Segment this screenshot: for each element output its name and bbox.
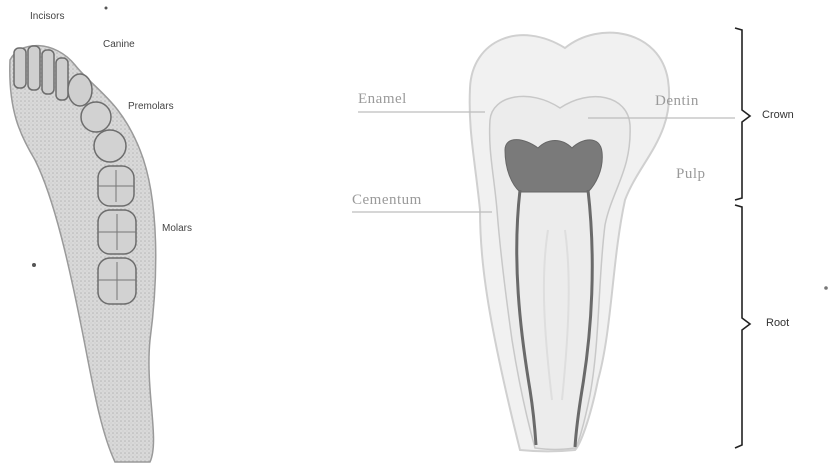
- label-crown: Crown: [762, 110, 794, 121]
- label-incisors: Incisors: [30, 12, 64, 22]
- label-root: Root: [766, 318, 789, 329]
- label-molars: Molars: [162, 224, 192, 234]
- label-cementum: Cementum: [352, 193, 422, 208]
- label-canine: Canine: [103, 40, 135, 50]
- label-premolars: Premolars: [128, 102, 174, 112]
- label-pulp: Pulp: [676, 167, 706, 182]
- molar-teeth: [98, 166, 136, 304]
- crown-bracket: [735, 28, 750, 200]
- pulp-chamber: [505, 140, 602, 192]
- label-enamel: Enamel: [358, 92, 407, 107]
- label-dentin: Dentin: [655, 94, 699, 109]
- tooth-cross-section: [470, 33, 669, 452]
- canine-tooth: [68, 74, 92, 106]
- root-bracket: [735, 205, 750, 448]
